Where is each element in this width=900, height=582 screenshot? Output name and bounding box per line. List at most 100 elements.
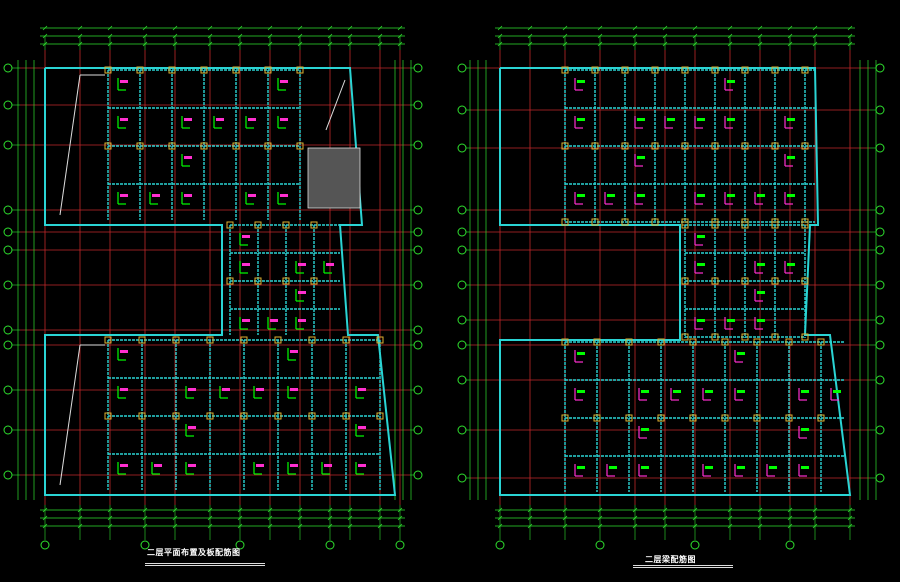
right-rebar-label xyxy=(727,118,735,121)
left-axis-bubble xyxy=(3,470,13,480)
right-dimension-tick xyxy=(562,41,568,47)
right-dimension-tick xyxy=(847,523,853,529)
right-column xyxy=(681,333,689,341)
left-stair-line xyxy=(59,344,81,486)
left-dimension-tick xyxy=(397,515,403,521)
left-dimension-tick xyxy=(237,41,243,47)
right-axis-bubble xyxy=(875,340,885,350)
left-column xyxy=(240,412,248,420)
right-axis-bubble xyxy=(457,63,467,73)
right-column xyxy=(741,333,749,341)
right-dimension-tick xyxy=(787,41,793,47)
right-dimension-tick xyxy=(632,25,638,31)
right-axis-bubble xyxy=(690,540,700,550)
right-column xyxy=(593,414,601,422)
right-rebar-label xyxy=(577,466,585,469)
right-dimension-tick xyxy=(632,33,638,39)
left-rebar-label xyxy=(242,319,250,322)
left-rebar-label xyxy=(358,388,366,391)
right-axis-bubble xyxy=(457,105,467,115)
right-column xyxy=(711,333,719,341)
left-column xyxy=(136,66,144,74)
left-column xyxy=(254,277,262,285)
right-dimension-tick xyxy=(562,523,568,529)
left-dimension-tick xyxy=(397,507,403,513)
left-column xyxy=(232,142,240,150)
left-dimension-tick xyxy=(377,25,383,31)
left-axis-bubble xyxy=(413,470,423,480)
right-axis-bubble xyxy=(457,340,467,350)
right-rebar-label xyxy=(757,319,765,322)
left-column xyxy=(264,142,272,150)
right-rebar-label xyxy=(705,466,713,469)
left-dimension-tick xyxy=(207,515,213,521)
left-column xyxy=(104,142,112,150)
right-dimension-tick xyxy=(497,523,503,529)
right-dimension-tick xyxy=(527,41,533,47)
left-rebar-label xyxy=(184,118,192,121)
right-column xyxy=(741,142,749,150)
left-dimension-tick xyxy=(207,507,213,513)
left-dimension-tick xyxy=(327,523,333,529)
right-axis-bubble xyxy=(457,245,467,255)
right-column xyxy=(711,221,719,229)
left-column xyxy=(376,412,384,420)
right-dimension-tick xyxy=(727,515,733,521)
left-dimension-tick xyxy=(267,33,273,39)
right-column xyxy=(561,338,569,346)
right-axis-bubble xyxy=(875,205,885,215)
right-dimension-tick xyxy=(527,33,533,39)
left-column xyxy=(138,336,146,344)
right-column xyxy=(625,414,633,422)
right-dimension-tick xyxy=(692,507,698,513)
left-column xyxy=(308,412,316,420)
right-dimension-tick xyxy=(662,515,668,521)
left-dimension-tick xyxy=(172,507,178,513)
left-dimension-tick xyxy=(107,25,113,31)
right-rebar-label xyxy=(697,235,705,238)
right-dimension-tick xyxy=(632,507,638,513)
right-rebar-label xyxy=(757,194,765,197)
left-dimension-tick xyxy=(297,25,303,31)
right-axis-bubble xyxy=(457,375,467,385)
left-column xyxy=(104,336,112,344)
right-dimension-tick xyxy=(662,41,668,47)
right-dimension-tick xyxy=(562,25,568,31)
right-column xyxy=(741,277,749,285)
right-dimension-tick xyxy=(787,25,793,31)
left-dimension-tick xyxy=(172,33,178,39)
left-dimension-tick xyxy=(347,507,353,513)
right-rebar-label xyxy=(607,194,615,197)
right-column xyxy=(771,333,779,341)
left-column xyxy=(206,412,214,420)
right-axis-bubble xyxy=(875,143,885,153)
right-dimension-tick xyxy=(597,515,603,521)
left-axis-bubble xyxy=(3,227,13,237)
left-axis-bubble xyxy=(3,100,13,110)
left-rebar-label xyxy=(248,118,256,121)
left-column xyxy=(226,221,234,229)
left-rebar-label xyxy=(298,263,306,266)
left-dimension-tick xyxy=(327,41,333,47)
right-axis-bubble xyxy=(457,205,467,215)
right-column xyxy=(681,142,689,150)
left-axis-bubble xyxy=(3,425,13,435)
right-building-outline xyxy=(499,67,852,496)
left-dimension-tick xyxy=(397,41,403,47)
left-dimension-tick xyxy=(267,25,273,31)
right-rebar-label xyxy=(697,319,705,322)
left-dimension-tick xyxy=(77,507,83,513)
left-dimension-tick xyxy=(77,25,83,31)
left-column xyxy=(274,336,282,344)
left-axis-bubble xyxy=(413,100,423,110)
right-rebar-label xyxy=(697,194,705,197)
right-column xyxy=(591,142,599,150)
left-axis-bubble xyxy=(40,540,50,550)
left-dimension-tick xyxy=(142,25,148,31)
right-dimension-tick xyxy=(812,33,818,39)
left-column xyxy=(296,66,304,74)
left-column xyxy=(226,277,234,285)
right-rebar-label xyxy=(727,194,735,197)
right-dimension-tick xyxy=(562,33,568,39)
